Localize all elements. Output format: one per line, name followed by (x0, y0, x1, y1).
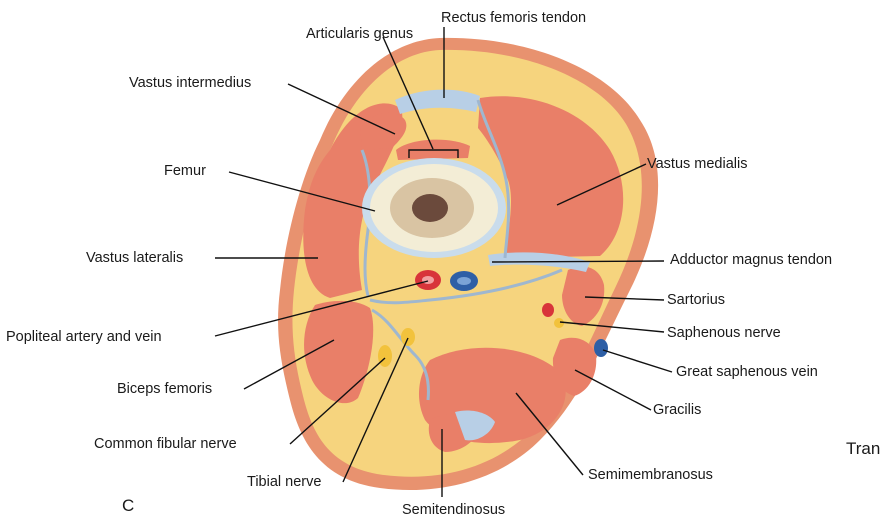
label-saphenous-nerve: Saphenous nerve (667, 325, 781, 341)
label-gracilis: Gracilis (653, 402, 701, 418)
tibial-nerve-shape (401, 328, 415, 346)
leader-great-saphenous-vein (603, 350, 672, 372)
label-tibial-nerve: Tibial nerve (247, 474, 321, 490)
label-semitendinosus: Semitendinosus (402, 502, 505, 518)
label-rectus-femoris-tendon: Rectus femoris tendon (441, 10, 586, 26)
cut-off-title-text: Tran (846, 439, 880, 458)
femur-marrow-cavity (412, 194, 448, 222)
label-biceps-femoris: Biceps femoris (117, 381, 212, 397)
saphenous-nerve-shape (554, 318, 564, 328)
label-femur: Femur (164, 163, 206, 179)
label-vastus-medialis: Vastus medialis (647, 156, 747, 172)
panel-letter: C (122, 496, 134, 515)
label-semimembranosus: Semimembranosus (588, 467, 713, 483)
label-great-saphenous-vein: Great saphenous vein (676, 364, 818, 380)
label-popliteal-artery-vein: Popliteal artery and vein (6, 329, 162, 345)
great-saphenous-vein-shape (594, 339, 608, 357)
label-sartorius: Sartorius (667, 292, 725, 308)
leader-gracilis (575, 370, 651, 410)
descending-genicular-artery (542, 303, 554, 317)
label-vastus-lateralis: Vastus lateralis (86, 250, 183, 266)
label-articularis-genus: Articularis genus (306, 26, 413, 42)
label-vastus-intermedius: Vastus intermedius (129, 75, 251, 91)
popliteal-vein-lumen (457, 277, 471, 285)
common-fibular-nerve-shape (378, 345, 392, 367)
label-adductor-magnus-tendon: Adductor magnus tendon (670, 252, 832, 268)
label-common-fibular-nerve: Common fibular nerve (94, 436, 237, 452)
